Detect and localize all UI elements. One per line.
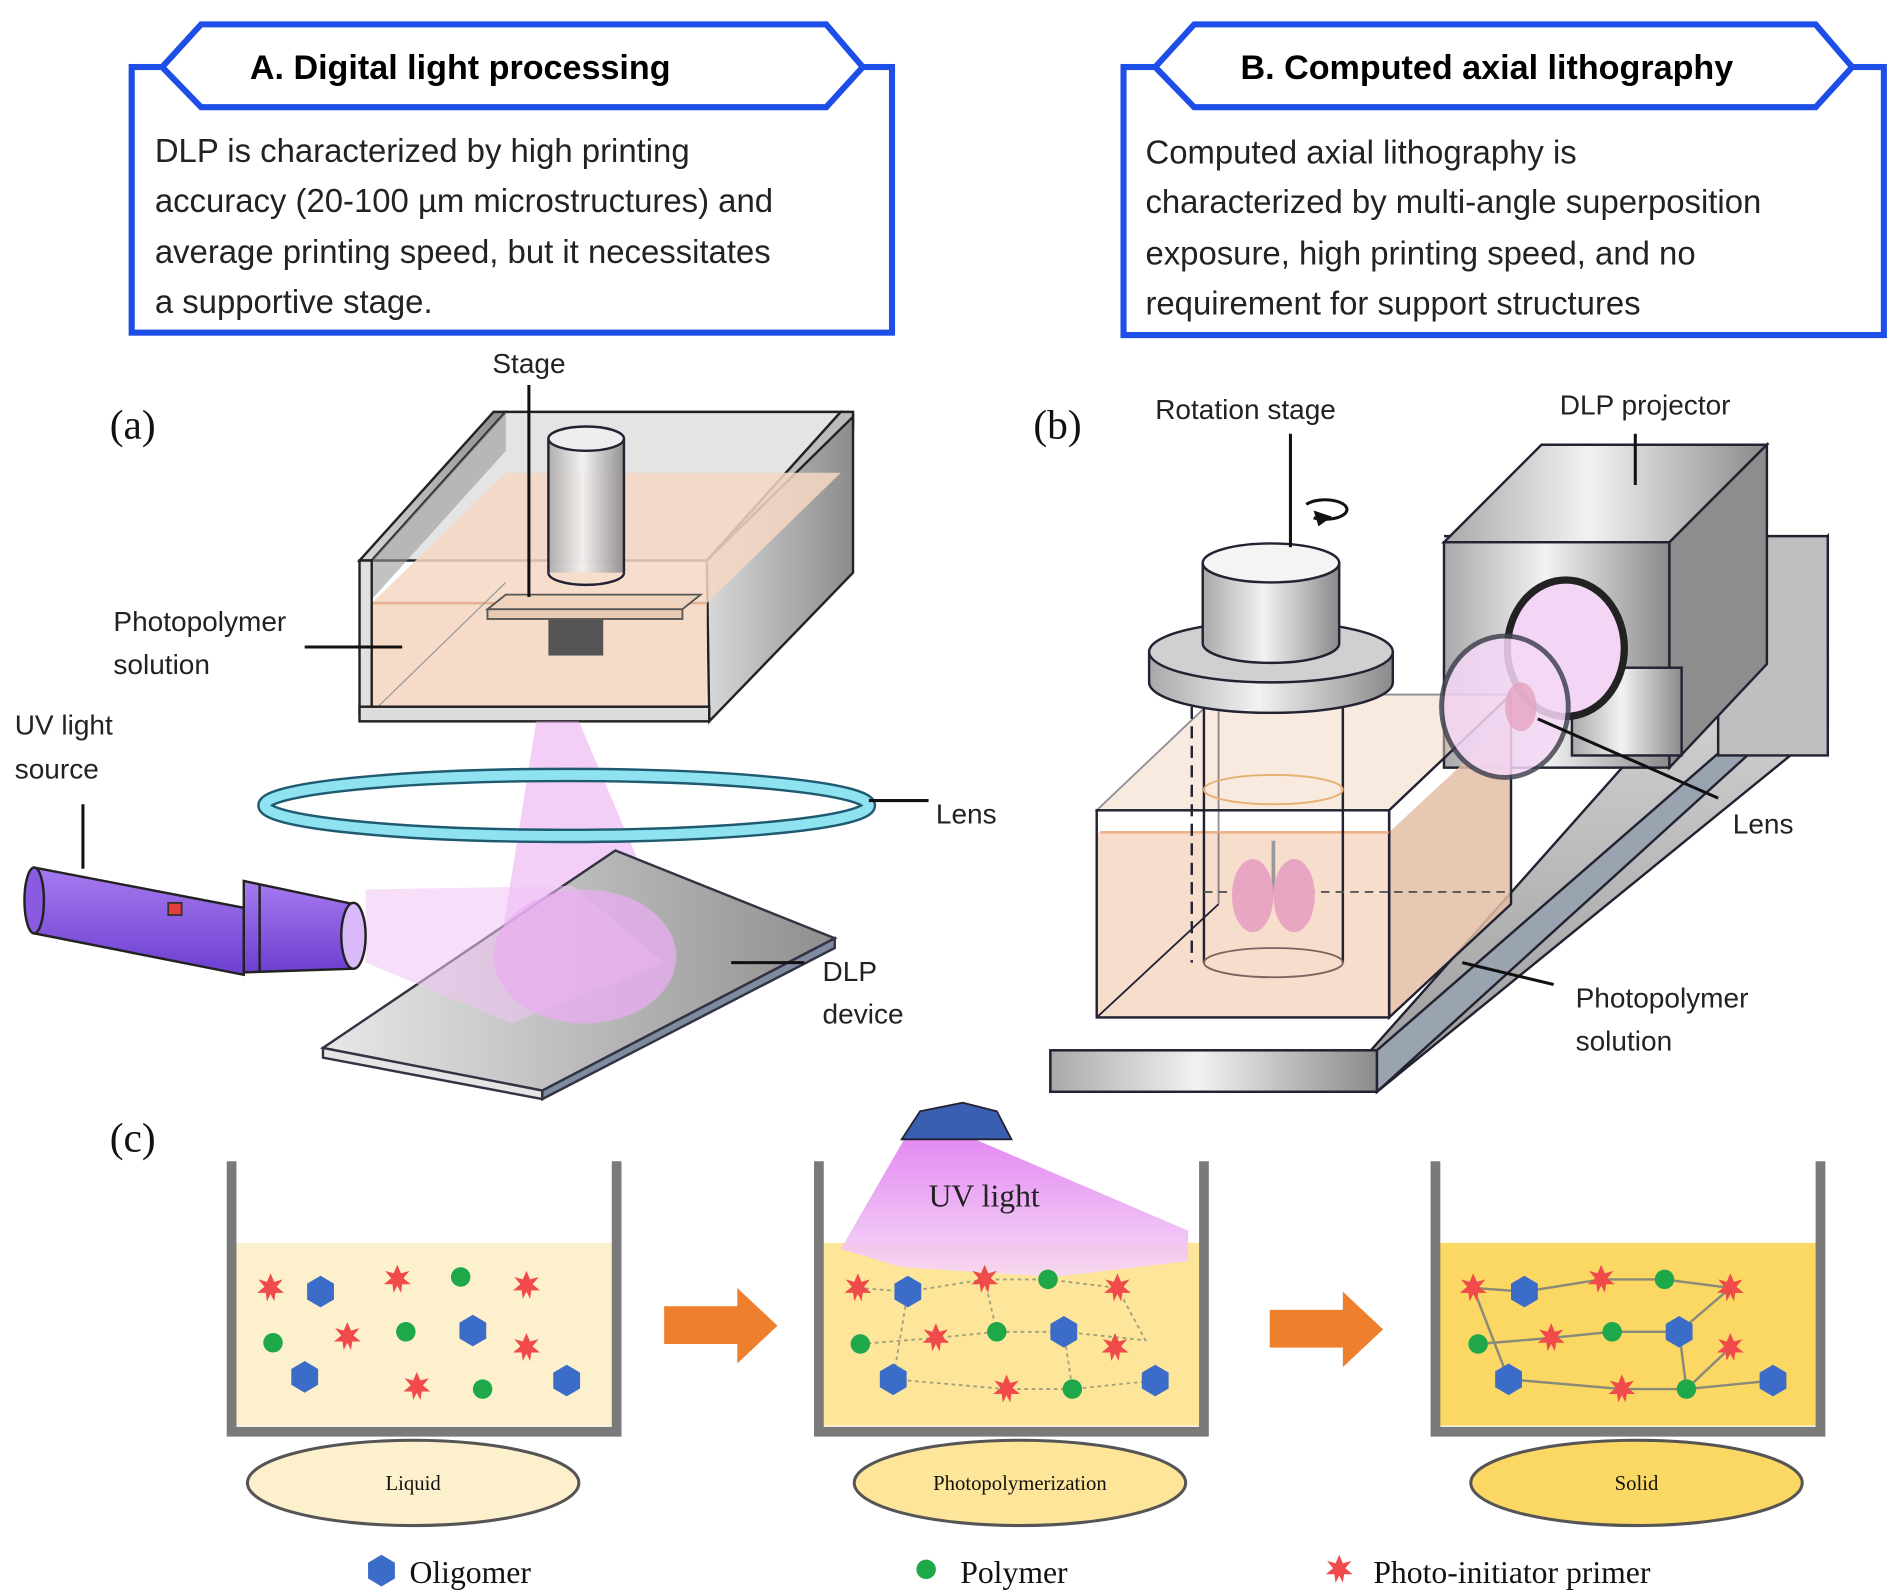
photo-initiator-star-icon bbox=[1325, 1554, 1353, 1583]
oligomer-hexagon-icon bbox=[368, 1554, 395, 1587]
uv-source-label: UV light bbox=[15, 710, 113, 741]
printed-part bbox=[548, 618, 604, 656]
panel-b-body-line: Computed axial lithography is bbox=[1145, 133, 1576, 170]
legend-label-photo-initiator: Photo-initiator primer bbox=[1373, 1555, 1651, 1590]
uv-lamp-icon bbox=[900, 1101, 1013, 1141]
uv-light-source bbox=[23, 866, 367, 977]
uv-beam-c bbox=[840, 1139, 1189, 1277]
process-arrow-1 bbox=[664, 1287, 778, 1364]
stage-label: Stage bbox=[492, 348, 565, 379]
legend-item-polymer: Polymer bbox=[916, 1555, 1068, 1590]
legend-label-oligomer: Oligomer bbox=[409, 1555, 531, 1590]
legend-item-oligomer: Oligomer bbox=[368, 1554, 531, 1590]
power-indicator bbox=[167, 901, 183, 916]
legend: Oligomer Polymer Photo-initiator primer bbox=[368, 1554, 1651, 1590]
stage-name-liquid: Liquid bbox=[386, 1473, 442, 1495]
photopolymer-b-label: solution bbox=[1576, 1025, 1673, 1056]
photopolymer-a-label: Photopolymer bbox=[113, 606, 286, 637]
stage-cylinder bbox=[547, 425, 626, 587]
panel-a-body-line: accuracy (20-100 µm microstructures) and bbox=[155, 182, 773, 219]
panel-a-title: A. Digital light processing bbox=[250, 49, 671, 87]
process-arrow-2 bbox=[1269, 1291, 1384, 1368]
diagram-c-process: (c) UV light bbox=[110, 1101, 1826, 1590]
resin-vial-cube bbox=[1094, 691, 1514, 1021]
container-photopolymerization: UV light bbox=[814, 1101, 1209, 1437]
legend-item-photo-initiator: Photo-initiator primer bbox=[1325, 1554, 1651, 1590]
panel-b-title-banner bbox=[1151, 21, 1857, 111]
uv-spot bbox=[493, 889, 677, 1024]
lens-b-label: Lens bbox=[1733, 808, 1794, 839]
dlp-device-label: device bbox=[823, 999, 904, 1030]
lens-b[interactable] bbox=[1439, 633, 1571, 780]
dlp-projector-label: DLP projector bbox=[1560, 389, 1731, 420]
photopolymer-b-label: Photopolymer bbox=[1576, 983, 1749, 1014]
diagram-b-letter: (b) bbox=[1033, 402, 1081, 449]
stage-name-solid: Solid bbox=[1615, 1473, 1659, 1495]
rotation-stage-label: Rotation stage bbox=[1155, 394, 1336, 425]
container-solid bbox=[1430, 1161, 1826, 1437]
panel-b-body-line: exposure, high printing speed, and no bbox=[1145, 234, 1695, 271]
panel-b-title: B. Computed axial lithography bbox=[1241, 49, 1734, 87]
photopolymer-b-leader bbox=[1461, 961, 1555, 987]
printed-lung-model bbox=[1231, 840, 1315, 933]
rotation-stage bbox=[1147, 542, 1395, 715]
stage-label-solid: Solid bbox=[1469, 1438, 1804, 1528]
photopolymer-a-label: solution bbox=[113, 649, 210, 680]
stage-label-liquid: Liquid bbox=[245, 1438, 581, 1528]
dlp-device-label: DLP bbox=[823, 956, 878, 987]
panel-a-body-line: a supportive stage. bbox=[155, 283, 433, 320]
stage-label-photopolymerization: Photopolymerization bbox=[852, 1438, 1188, 1528]
diagram-c-letter: (c) bbox=[110, 1114, 156, 1161]
panel-a-body-line: average printing speed, but it necessita… bbox=[155, 233, 771, 270]
diagram-b-cal: (b) DLP projector bbox=[1033, 389, 1830, 1095]
panel-b-body-line: characterized by multi-angle superpositi… bbox=[1145, 183, 1761, 220]
resin-vat bbox=[356, 410, 855, 725]
panel-a-body-line: DLP is characterized by high printing bbox=[155, 132, 690, 169]
panel-a-frame bbox=[128, 63, 896, 336]
diagram-a-dlp: (a) bbox=[15, 348, 997, 1102]
lens-b-leader bbox=[1537, 717, 1719, 800]
uv-source-label: source bbox=[15, 754, 99, 785]
panel-a-title-banner bbox=[157, 21, 867, 111]
panel-b-body-line: requirement for support structures bbox=[1145, 284, 1640, 321]
container-liquid bbox=[226, 1161, 622, 1437]
panel-a-description: A. Digital light processing DLP is chara… bbox=[128, 21, 896, 336]
polymer-circle-icon bbox=[916, 1559, 936, 1580]
panel-b-frame bbox=[1120, 63, 1887, 339]
panel-b-description: B. Computed axial lithography Computed a… bbox=[1120, 21, 1887, 339]
diagram-a-letter: (a) bbox=[110, 402, 156, 449]
uv-light-label: UV light bbox=[929, 1178, 1040, 1213]
legend-label-polymer: Polymer bbox=[960, 1555, 1068, 1590]
stage-name-photopolymerization: Photopolymerization bbox=[933, 1473, 1107, 1495]
lens-a-label: Lens bbox=[936, 799, 997, 830]
